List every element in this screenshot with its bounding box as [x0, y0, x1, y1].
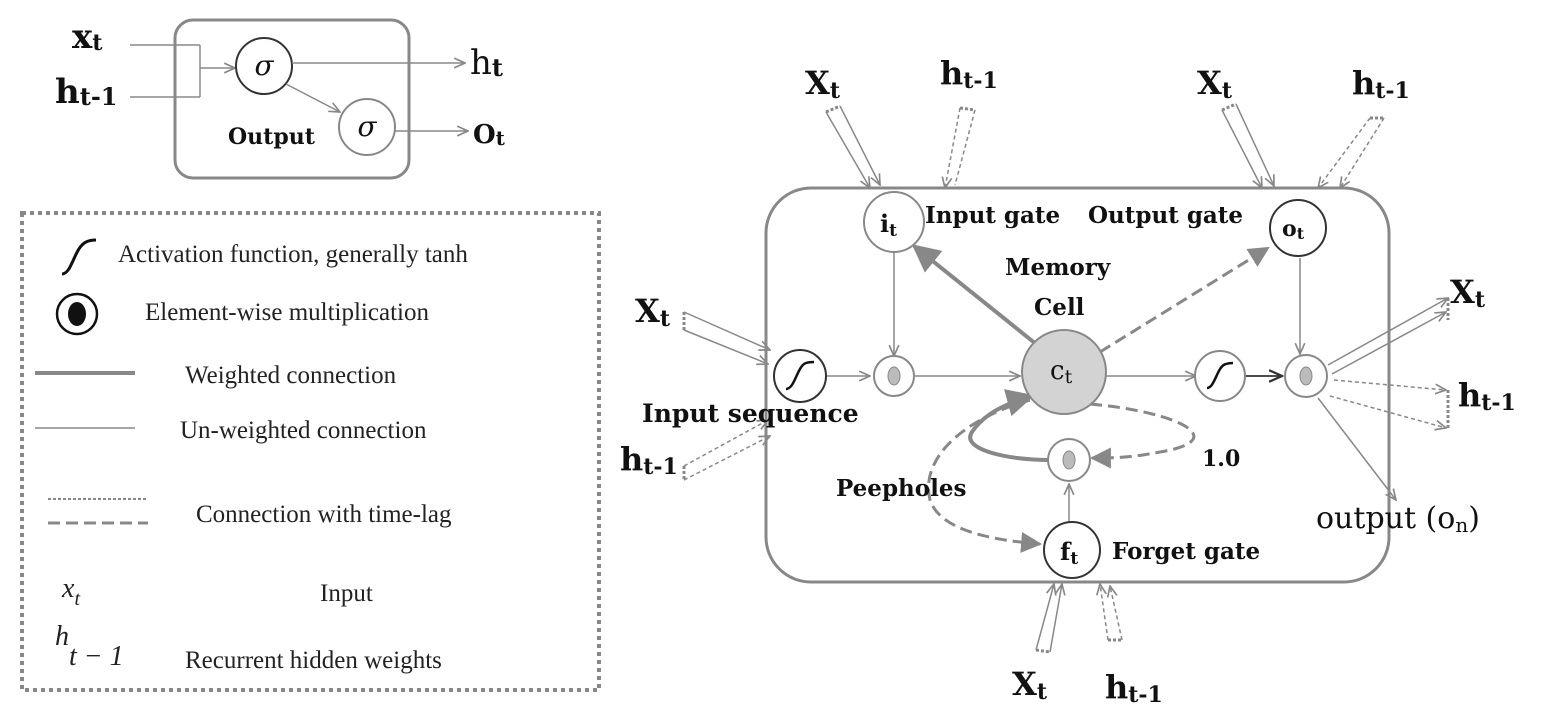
- neuron-output-h: ht: [470, 43, 503, 83]
- block-input-x-label: Xt: [635, 292, 671, 332]
- neuron-input-x: xt: [72, 17, 103, 57]
- output-activation-node: [1194, 350, 1246, 402]
- neuron-box: [173, 18, 411, 180]
- sigma-node-2: [338, 98, 396, 156]
- output-gate-symbol: ot: [1282, 216, 1305, 243]
- legend-item-activation: Activation function, generally tanh: [118, 241, 468, 268]
- memory-label: Memory: [1005, 254, 1111, 281]
- input-gate-symbol: it: [880, 209, 897, 241]
- constant-one-label: 1.0: [1202, 446, 1240, 472]
- input-gate-x-label: Xt: [805, 64, 841, 104]
- neuron-input-h: ht-1: [55, 72, 117, 112]
- input-sequence-label: Input sequence: [642, 399, 859, 428]
- neuron-output-o: Ot: [473, 120, 506, 150]
- legend-item-multiplication: Element-wise multiplication: [145, 299, 429, 326]
- output-activation-icon: [1206, 361, 1234, 390]
- output-h-label: ht-1: [1458, 376, 1516, 416]
- sigma-label-1: σ: [254, 49, 274, 82]
- activation-function-icon: [61, 238, 97, 276]
- forget-gate-symbol: ft: [1060, 537, 1078, 569]
- peepholes-label: Peepholes: [836, 475, 966, 502]
- legend-box: [20, 211, 601, 692]
- lstm-block: Xt ht-1 Xt ht-1 Xt ht-1 Xt ht-1 Xt ht-1: [620, 54, 1516, 708]
- input-gate-node: [863, 191, 925, 253]
- memory-block-box: [764, 186, 1391, 584]
- forget-gate-label: Forget gate: [1112, 538, 1260, 565]
- legend-item-unweighted: Un-weighted connection: [180, 417, 427, 444]
- legend-item-weighted: Weighted connection: [185, 362, 397, 389]
- block-input-h-label: ht-1: [620, 440, 678, 480]
- legend-item-recurrent: Recurrent hidden weights: [185, 647, 442, 674]
- neuron-output-label: Output: [228, 124, 316, 150]
- neuron-block: σ σ xt ht-1 ht Output Ot: [55, 17, 506, 180]
- forget-gate-x-label: Xt: [1012, 665, 1048, 705]
- memory-cell-symbol: ct: [1050, 356, 1073, 388]
- output-x-label: Xt: [1450, 273, 1486, 313]
- output-gate-h-label: ht-1: [1352, 64, 1410, 104]
- input-activation-icon: [785, 360, 815, 391]
- sigma-node-1: [235, 37, 293, 95]
- xt-symbol: xt: [61, 573, 80, 610]
- input-gate-h-label: ht-1: [940, 54, 998, 94]
- legend: Activation function, generally tanh Elem…: [20, 211, 601, 692]
- memory-cell-node: [1021, 329, 1107, 415]
- output-gate-node: [1269, 199, 1327, 257]
- input-gate-label: Input gate: [925, 202, 1060, 229]
- output-on-label: output (on): [1316, 501, 1480, 537]
- legend-item-time-lag: Connection with time-lag: [196, 501, 452, 528]
- output-gate-x-label: Xt: [1197, 64, 1233, 104]
- input-activation-node: [773, 349, 827, 403]
- forget-gate-node: [1043, 521, 1101, 579]
- forget-gate-h-label: ht-1: [1105, 668, 1163, 708]
- cell-label: Cell: [1034, 294, 1085, 321]
- legend-item-input: Input: [320, 580, 373, 607]
- ht-1-symbol: ht − 1: [55, 621, 124, 672]
- sigma-label-2: σ: [357, 110, 377, 143]
- output-gate-label: Output gate: [1088, 202, 1243, 229]
